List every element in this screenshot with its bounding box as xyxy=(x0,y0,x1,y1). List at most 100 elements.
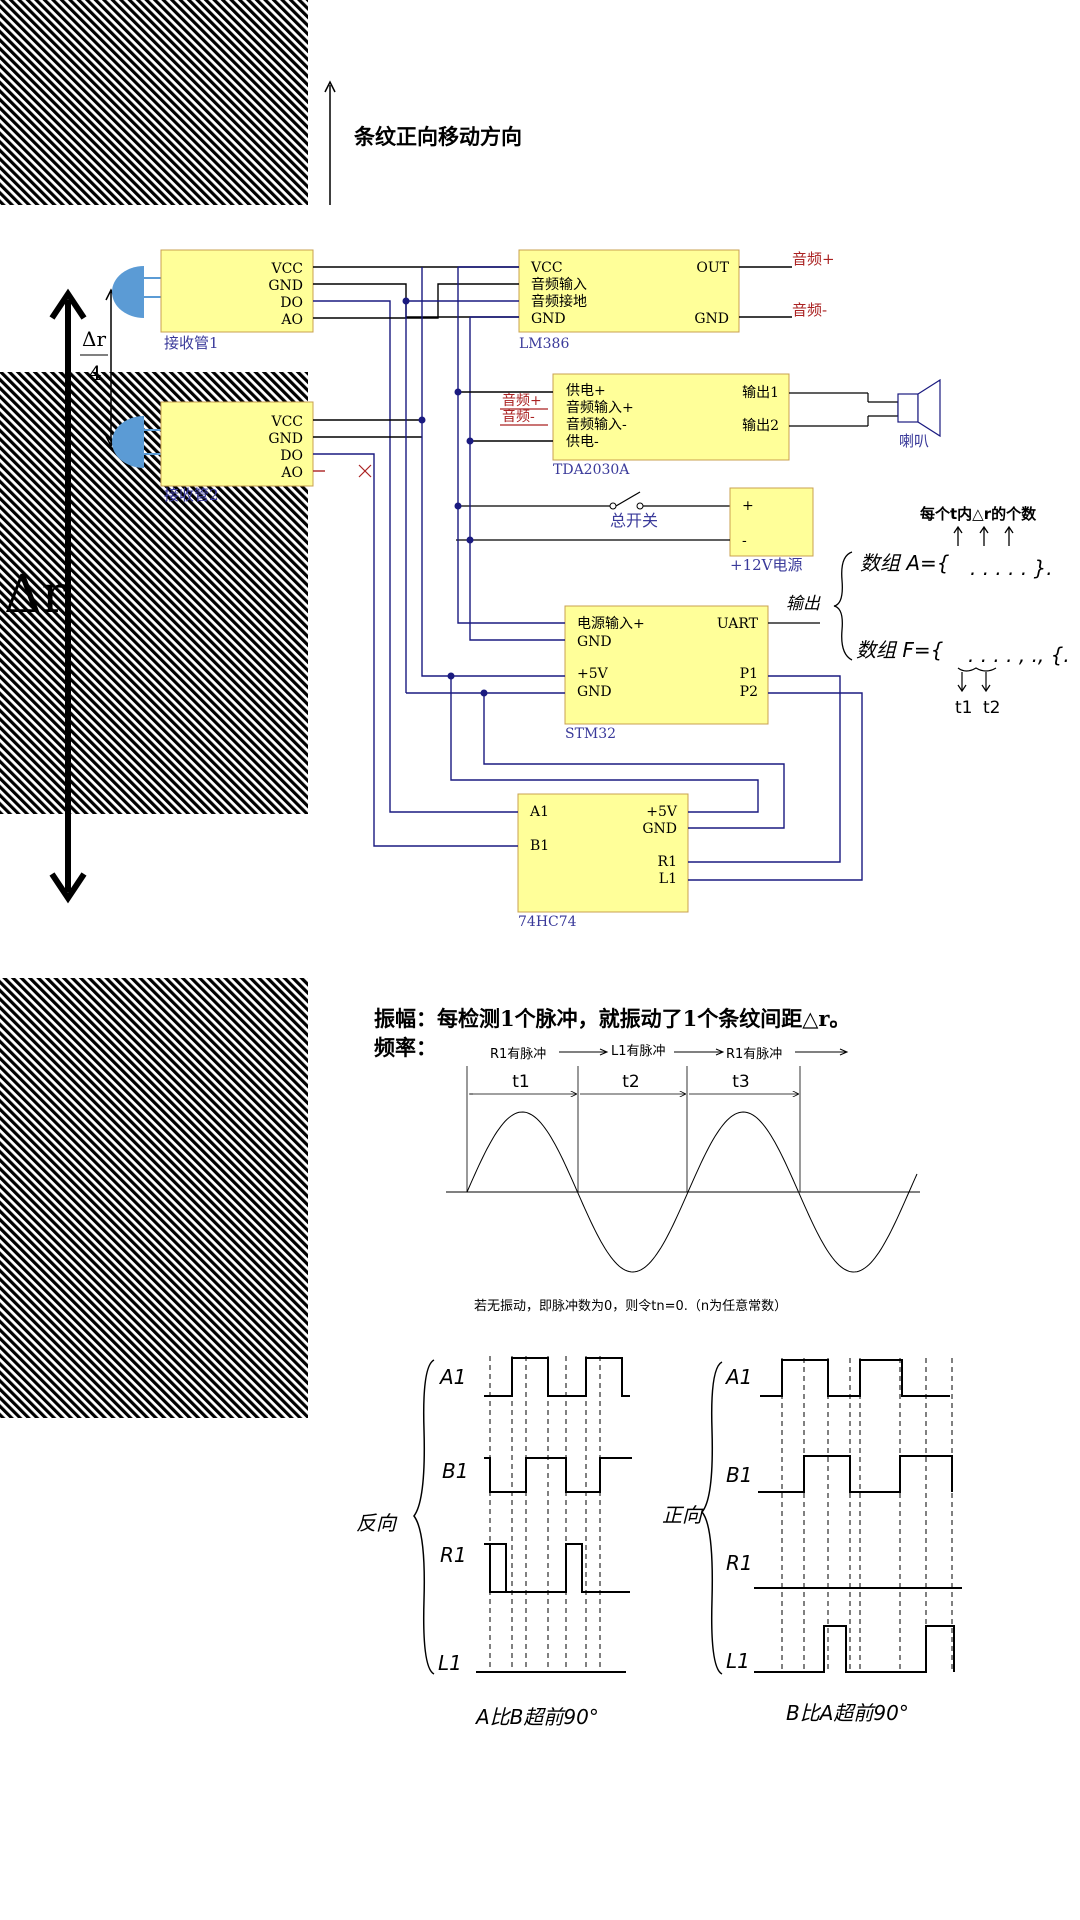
period-t3: t3 xyxy=(732,1072,749,1092)
hc74-label: 74HC74 xyxy=(518,914,577,930)
timing-left-sig-a1: A1 xyxy=(438,1365,466,1389)
receiver-2-dome xyxy=(112,416,144,468)
amplitude-text: 振幅：每检测1个脉冲，就振动了1个条纹间距△r。 xyxy=(374,1006,850,1031)
receiver-1 xyxy=(112,249,314,333)
timing-right xyxy=(701,1358,962,1675)
tda-pin-audio-in-plus: 音频输入+ xyxy=(566,399,634,416)
stm32-pin-power-in: 电源输入+ xyxy=(577,616,645,632)
timing-right-sig-b1: B1 xyxy=(726,1463,752,1487)
t1-note: t1 xyxy=(955,698,972,718)
timing-right-caption: B比A超前90° xyxy=(786,1701,909,1725)
ao-no-connect-mark xyxy=(358,464,372,478)
tda-pin-out2: 输出2 xyxy=(742,418,779,434)
tda-in-minus-label: 音频- xyxy=(502,408,535,425)
tda-in-plus-label: 音频+ xyxy=(502,392,542,409)
receiver-1-pin-do: DO xyxy=(280,295,303,311)
t-arrows xyxy=(957,667,997,693)
lm386-box xyxy=(518,249,740,333)
receiver-2 xyxy=(112,401,314,487)
big-double-arrow xyxy=(49,288,87,904)
timing-right-side-label: 正向 xyxy=(662,1503,704,1527)
timing-left-sig-b1: B1 xyxy=(442,1459,468,1483)
lm386-pin-gnd-right: GND xyxy=(694,311,729,327)
lm386-pin-out: OUT xyxy=(696,260,729,276)
sine-curve xyxy=(466,1111,918,1273)
hc74-pin-gnd: GND xyxy=(642,821,677,837)
receiver-1-dome xyxy=(112,266,144,318)
array-a-dots: . . . . . }. xyxy=(970,556,1053,580)
tda-pin-audio-in-minus: 音频输入- xyxy=(566,416,627,433)
timing-left xyxy=(413,1356,632,1675)
timing-left-side-label: 反向 xyxy=(356,1511,398,1535)
receiver-2-pin-vcc: VCC xyxy=(270,414,303,430)
receiver-1-label: 接收管1 xyxy=(164,334,219,352)
pulse-label-3: R1有脉冲 xyxy=(726,1047,782,1062)
sine-wave-plot xyxy=(446,1066,920,1273)
tda-label: TDA2030A xyxy=(553,462,630,478)
period-t2: t2 xyxy=(622,1072,639,1092)
pulse-label-2: L1有脉冲 xyxy=(611,1044,666,1059)
quarter-den: 4 xyxy=(89,361,102,385)
receiver-1-pin-vcc: VCC xyxy=(270,261,303,277)
fringe-band-1 xyxy=(0,0,308,205)
power-plus: + xyxy=(742,498,754,514)
timing-right-sig-l1: L1 xyxy=(726,1649,750,1673)
switch-label: 总开关 xyxy=(610,511,658,530)
tda-pin-supply-plus: 供电+ xyxy=(566,383,606,399)
wave-note: 若无振动，即脉冲数为0，则令tn=0.（n为任意常数） xyxy=(474,1298,787,1314)
arrays-brace xyxy=(833,551,853,661)
t2-note: t2 xyxy=(983,698,1000,718)
speaker-icon xyxy=(789,378,941,438)
quarter-num: Δr xyxy=(82,327,106,351)
hc74-pin-5v: +5V xyxy=(646,804,678,820)
stm32-label: STM32 xyxy=(565,726,616,742)
hc74-pin-b1: B1 xyxy=(530,838,549,854)
hc74-pin-l1: L1 xyxy=(659,871,677,887)
frequency-label: 频率： xyxy=(374,1035,437,1060)
switch-icon xyxy=(456,491,730,510)
fringe-band-3 xyxy=(0,978,308,1418)
timing-left-caption: A比B超前90° xyxy=(474,1705,599,1729)
hc74-box xyxy=(517,793,689,913)
stm32-pin-gnd1: GND xyxy=(577,634,612,650)
timing-right-sig-r1: R1 xyxy=(726,1551,753,1575)
timing-right-brace xyxy=(701,1361,723,1675)
stm32-box xyxy=(564,605,769,725)
array-a-label: 数组 A={ xyxy=(860,551,950,575)
lm386-out-plus: 音频+ xyxy=(792,250,835,268)
stm32-pin-p1: P1 xyxy=(740,666,758,682)
stm32-pin-uart: UART xyxy=(717,616,759,632)
timing-right-b1 xyxy=(758,1455,953,1493)
receiver-2-box xyxy=(160,401,314,487)
timing-left-b1 xyxy=(484,1457,632,1493)
period-t1: t1 xyxy=(512,1072,529,1092)
receiver-1-pin-gnd: GND xyxy=(268,278,303,294)
array-f-dots: . . . . , ., {. xyxy=(968,643,1070,667)
hc74-pin-r1: R1 xyxy=(658,854,677,870)
stm32-pin-5v: +5V xyxy=(577,666,609,682)
receiver-1-box xyxy=(160,249,314,333)
direction-arrow xyxy=(324,80,336,205)
direction-label: 条纹正向移动方向 xyxy=(354,124,522,149)
receiver-2-pin-gnd: GND xyxy=(268,431,303,447)
hc74-pin-a1: A1 xyxy=(529,804,549,820)
pulse-sequence-arrows xyxy=(559,1048,849,1056)
power-label: +12V电源 xyxy=(730,556,803,574)
timing-right-a1 xyxy=(760,1359,950,1397)
timing-left-sig-l1: L1 xyxy=(438,1651,462,1675)
lm386-pin-audio-in: 音频输入 xyxy=(531,276,587,293)
speaker-label: 喇叭 xyxy=(899,432,929,450)
per-t-note: 每个t内△r的个数 xyxy=(920,505,1037,523)
array-f-label: 数组 F={ xyxy=(856,638,944,662)
timing-left-a1 xyxy=(484,1357,630,1397)
tda-pin-supply-minus: 供电- xyxy=(566,434,599,450)
big-delta-r-label: Δr xyxy=(4,565,67,625)
lm386-out-minus: 音频- xyxy=(792,301,827,319)
stm32-pin-gnd2: GND xyxy=(577,684,612,700)
power-box xyxy=(729,487,814,557)
receiver-1-pin-ao: AO xyxy=(280,312,303,328)
pulse-label-1: R1有脉冲 xyxy=(490,1047,546,1062)
up-arrows xyxy=(953,525,1014,546)
timing-left-r1 xyxy=(484,1543,630,1593)
